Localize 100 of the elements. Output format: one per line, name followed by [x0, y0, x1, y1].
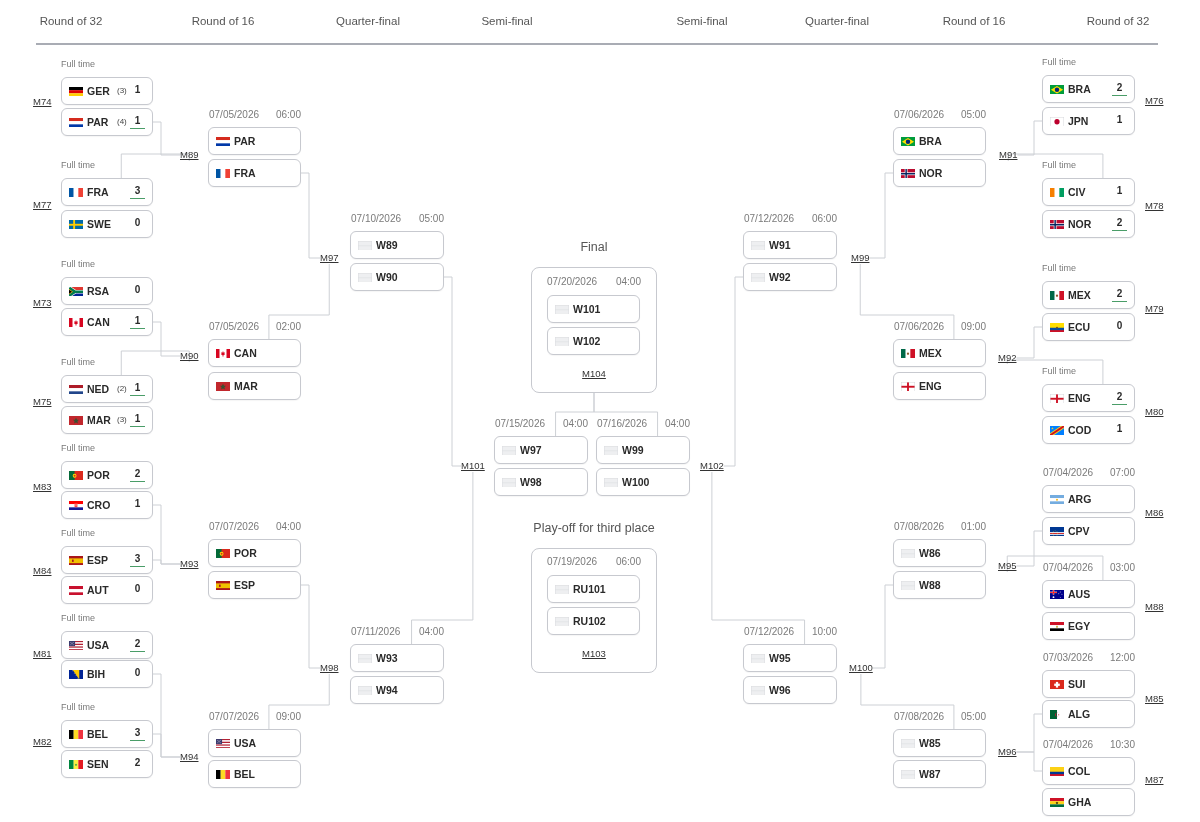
penalty-score: (4): [117, 116, 127, 128]
match-number: M81: [33, 648, 52, 660]
team-code: ECU: [1068, 320, 1091, 335]
round-heading: Round of 32: [1086, 14, 1150, 28]
match-status: Full time: [61, 59, 95, 70]
team-code: W96: [769, 683, 791, 698]
team-code: USA: [234, 736, 257, 751]
team-code: W98: [520, 475, 542, 490]
match-slot: [208, 127, 301, 155]
bracket-line: [1016, 326, 1043, 359]
team-code: COD: [1068, 423, 1092, 438]
score: 1: [1115, 114, 1124, 127]
team-code: CAN: [234, 346, 257, 361]
round-heading: Semi-final: [481, 14, 533, 28]
team-code: NOR: [1068, 217, 1092, 232]
match-slot: [61, 491, 153, 519]
match-slot: [61, 631, 153, 659]
match-slot: [596, 468, 690, 496]
team-code: ESP: [87, 553, 108, 568]
score: 3: [130, 185, 145, 199]
panel-heading: Final: [580, 239, 608, 256]
bracket-line: [300, 172, 321, 259]
team-code: CRO: [87, 498, 111, 513]
match-time: 04:00: [615, 276, 641, 288]
match-date: 07/04/2026: [1043, 562, 1094, 574]
match-slot: [743, 676, 837, 704]
penalty-score: (2): [117, 383, 127, 395]
team-code: PAR: [87, 115, 109, 130]
match-slot: [547, 575, 640, 603]
bracket-line: [711, 471, 806, 645]
team-code: ALG: [1068, 707, 1091, 722]
match-number: M95: [998, 560, 1017, 572]
match-slot: [1042, 700, 1135, 728]
match-date: 07/08/2026: [894, 521, 945, 533]
team-code: PAR: [234, 134, 256, 149]
match-slot: [494, 436, 588, 464]
team-code: MEX: [1068, 288, 1091, 303]
bracket-line: [723, 276, 744, 467]
match-number: M99: [851, 252, 870, 264]
team-code: W102: [573, 334, 601, 349]
bracket-line: [859, 263, 955, 340]
match-slot: [1042, 416, 1135, 444]
match-time: 09:00: [960, 321, 986, 333]
match-slot: [1042, 612, 1135, 640]
bracket-line: [268, 673, 330, 730]
score: 2: [1112, 82, 1127, 96]
team-code: JPN: [1068, 114, 1089, 129]
match-slot: [893, 372, 986, 400]
match-date: 07/08/2026: [894, 711, 945, 723]
team-code: MAR: [87, 413, 111, 428]
match-number: M90: [180, 350, 199, 362]
match-slot: [1042, 757, 1135, 785]
score: 1: [130, 382, 145, 396]
match-status: Full time: [1042, 263, 1076, 274]
match-date: 07/04/2026: [1043, 739, 1094, 751]
match-slot: [547, 327, 640, 355]
match-slot: [1042, 485, 1135, 513]
match-time: 01:00: [960, 521, 986, 533]
match-number: M92: [998, 352, 1017, 364]
score: 3: [130, 727, 145, 741]
match-slot: [893, 571, 986, 599]
match-slot: [208, 729, 301, 757]
match-slot: [61, 461, 153, 489]
match-number: M73: [33, 297, 52, 309]
match-time: 05:00: [960, 711, 986, 723]
match-number: M83: [33, 481, 52, 493]
match-slot: [893, 159, 986, 187]
match-slot: [350, 676, 444, 704]
round-heading: Quarter-final: [805, 14, 869, 28]
match-status: Full time: [1042, 160, 1076, 171]
match-slot: [743, 231, 837, 259]
match-slot: [1042, 178, 1135, 206]
match-date: 07/06/2026: [894, 321, 945, 333]
team-code: GER: [87, 84, 110, 99]
match-slot: [61, 576, 153, 604]
bracket-line: [1016, 751, 1043, 772]
team-code: COL: [1068, 764, 1091, 779]
match-number: M75: [33, 396, 52, 408]
match-date: 07/05/2026: [209, 321, 260, 333]
match-date: 07/19/2026: [547, 556, 598, 568]
bracket-line: [869, 172, 894, 259]
bracket-line: [120, 153, 190, 179]
team-code: W97: [520, 443, 542, 458]
match-slot: [547, 607, 640, 635]
bracket-line: [1007, 153, 1104, 179]
score: 3: [130, 553, 145, 567]
match-time: 05:00: [960, 109, 986, 121]
match-status: Full time: [61, 528, 95, 539]
team-code: RSA: [87, 284, 110, 299]
match-slot: [208, 760, 301, 788]
team-code: POR: [234, 546, 257, 561]
match-date: 07/16/2026: [597, 418, 648, 430]
match-slot: [208, 339, 301, 367]
match-slot: [350, 231, 444, 259]
match-date: 07/05/2026: [209, 109, 260, 121]
match-time: 06:00: [615, 556, 641, 568]
team-code: ENG: [1068, 391, 1091, 406]
bracket-line: [152, 733, 181, 758]
match-time: 07:00: [1109, 467, 1135, 479]
match-date: 07/06/2026: [894, 109, 945, 121]
